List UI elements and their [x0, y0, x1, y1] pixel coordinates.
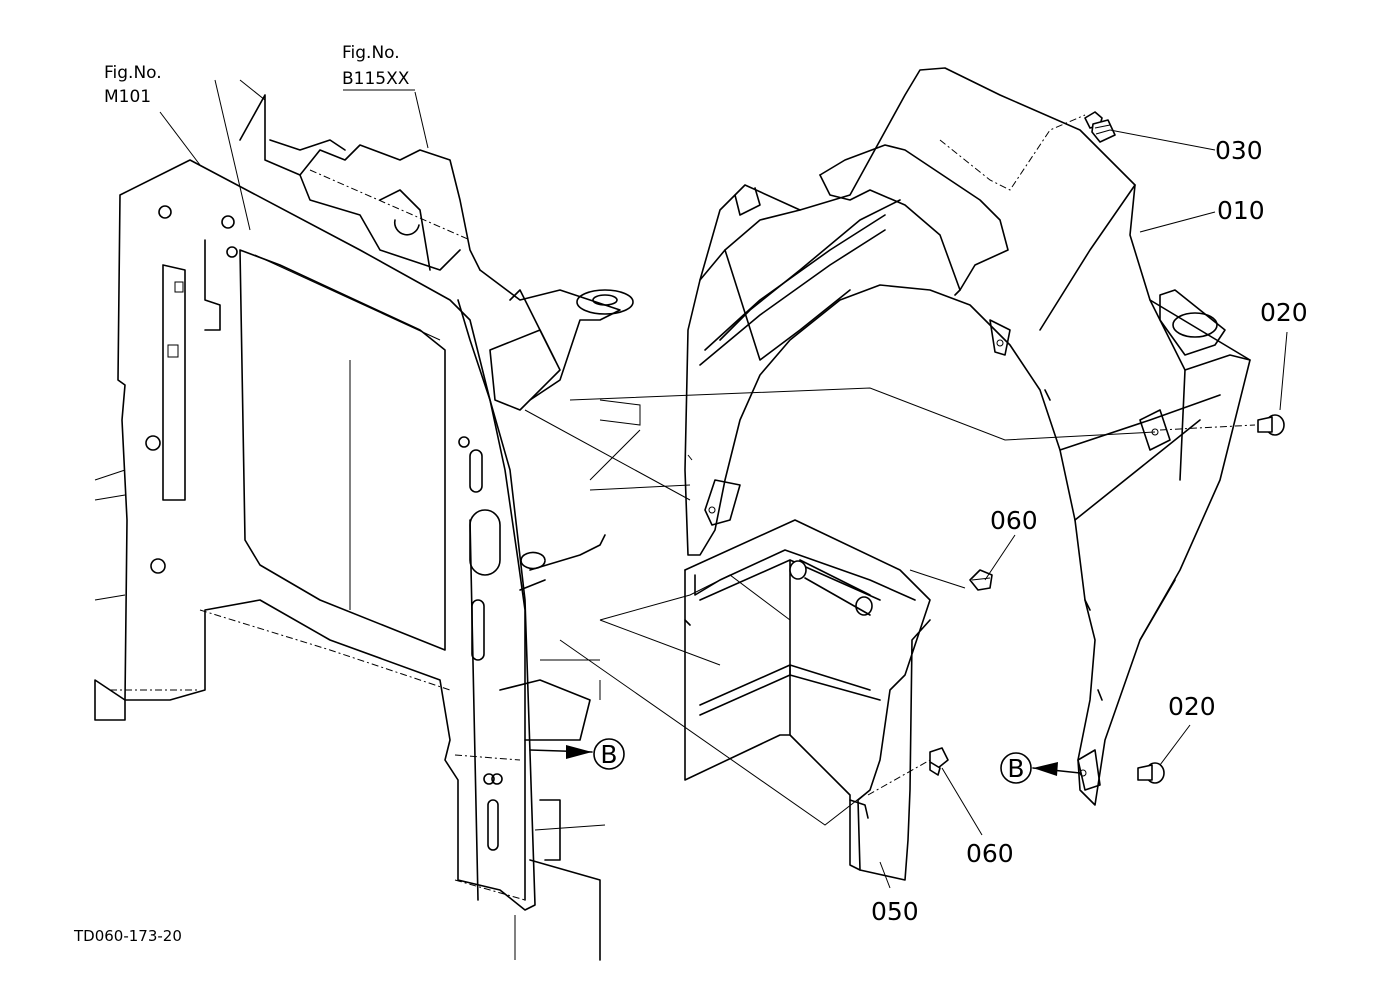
fig-ref-m101-line2: M101 — [104, 87, 151, 107]
view-marker-left-text: B — [600, 740, 617, 769]
bolt-060-upper — [969, 569, 993, 591]
bolt-030 — [1084, 111, 1116, 143]
part-010-cover — [684, 67, 1251, 806]
bolt-020-lower — [1137, 762, 1165, 784]
view-b-marker-right: B — [1000, 752, 1081, 784]
label-part-030: 030 — [1215, 136, 1263, 165]
label-part-020-upper: 020 — [1260, 298, 1308, 327]
drawing-code: TD060-173-20 — [73, 927, 182, 945]
label-part-060-upper: 060 — [990, 506, 1038, 535]
label-part-010: 010 — [1217, 196, 1265, 225]
bolt-020-upper — [1257, 414, 1285, 436]
label-part-050: 050 — [871, 897, 919, 926]
frame-assembly — [94, 79, 634, 961]
view-marker-right-text: B — [1007, 754, 1024, 783]
assembly-lines — [524, 387, 1256, 826]
fig-ref-b115xx-line1: Fig.No. — [342, 43, 400, 63]
fig-ref-b115xx-line2: B115XX — [342, 69, 410, 89]
fig-ref-m101-line1: Fig.No. — [104, 63, 162, 83]
label-part-020-lower: 020 — [1168, 692, 1216, 721]
part-050-shield — [684, 519, 931, 881]
view-b-marker-left: B — [529, 738, 625, 770]
label-part-060-lower: 060 — [966, 839, 1014, 868]
bolt-060-lower — [929, 747, 949, 776]
label-leaders — [159, 89, 1288, 889]
